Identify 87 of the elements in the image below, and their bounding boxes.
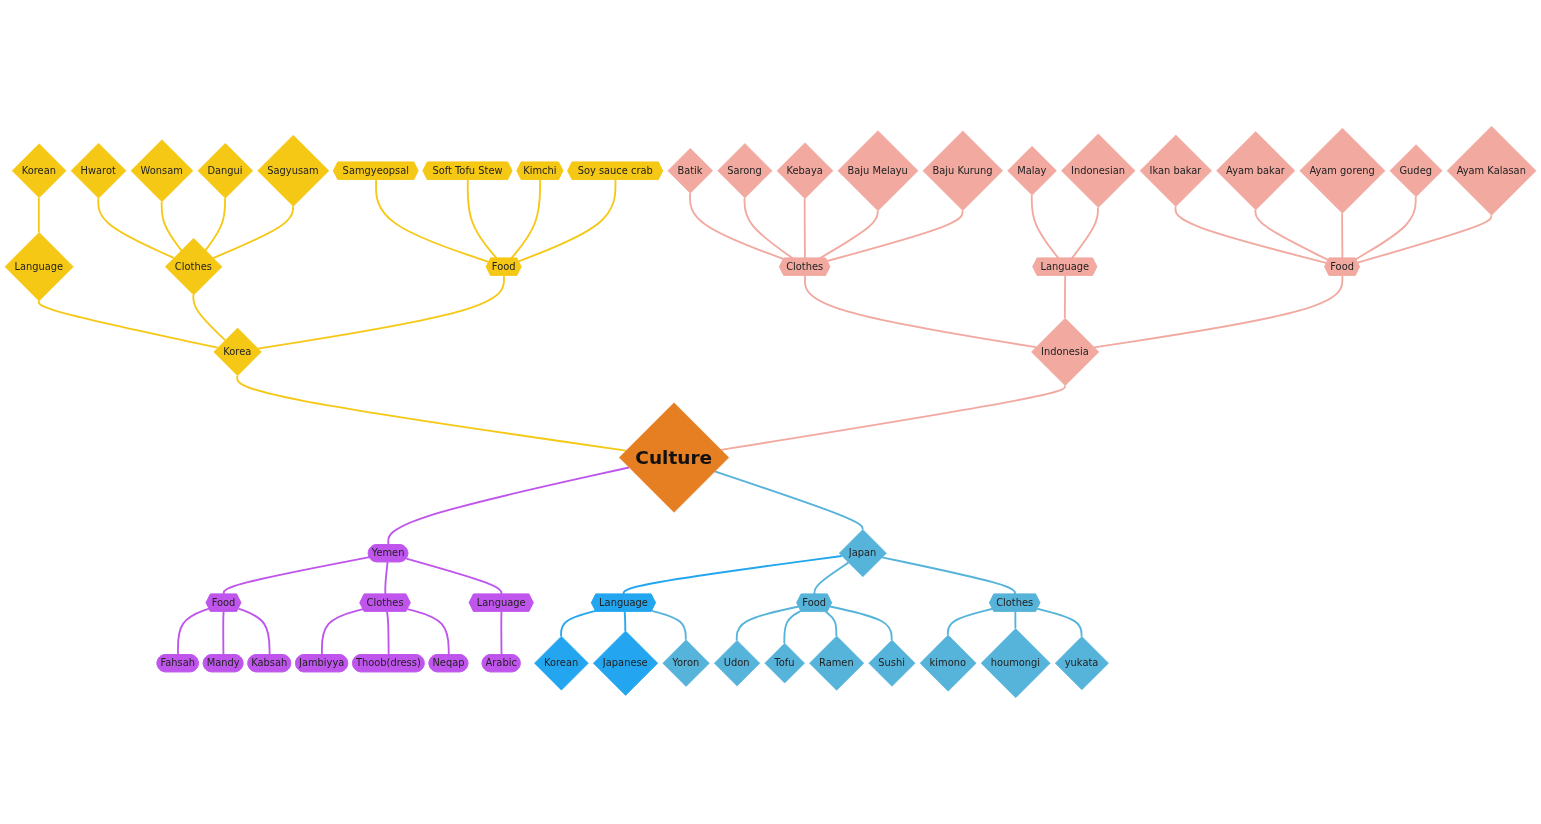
connector — [406, 608, 450, 656]
connector — [713, 470, 864, 531]
node-diamond: Clothes — [165, 238, 223, 296]
connector — [37, 196, 40, 234]
connector — [204, 197, 226, 252]
node-diamond: Kebaya — [776, 142, 834, 200]
connector — [212, 205, 294, 260]
connector — [222, 610, 225, 656]
connector — [818, 209, 879, 260]
connector — [466, 178, 498, 260]
connector — [826, 209, 964, 262]
connector — [1070, 206, 1099, 260]
node-diamond: Wonsam — [130, 139, 194, 203]
connector — [719, 384, 1066, 451]
connector — [320, 608, 365, 656]
connector — [804, 274, 1037, 349]
node-diamond: Language — [4, 232, 74, 302]
connector — [500, 610, 503, 656]
connector — [1356, 214, 1493, 264]
node-diamond: Dangui — [197, 143, 254, 199]
connector — [97, 197, 175, 259]
connector — [650, 609, 687, 641]
connector — [160, 200, 183, 252]
node-diamond: Japan — [838, 529, 887, 578]
node-diamond: yukata — [1054, 636, 1109, 691]
connector — [824, 610, 838, 637]
connector — [622, 555, 843, 596]
node-diamond: Korean — [11, 143, 67, 199]
connector — [689, 192, 785, 261]
connector — [192, 294, 227, 342]
connector — [256, 274, 505, 350]
connector — [177, 607, 211, 656]
connector — [510, 178, 542, 260]
node-diamond: Batik — [667, 148, 713, 194]
connector — [829, 605, 893, 641]
node-diamond: Ayam Kalasan — [1446, 125, 1537, 216]
connector — [386, 610, 390, 656]
node-diamond: Sushi — [868, 639, 916, 687]
connector — [375, 178, 490, 263]
connector — [1036, 607, 1083, 638]
connector — [1093, 274, 1344, 349]
connector — [560, 609, 597, 638]
connector — [237, 607, 271, 656]
node-diamond: Ayam goreng — [1299, 127, 1386, 214]
connector — [1030, 194, 1060, 260]
node-diamond: Tofu — [764, 642, 805, 684]
connector — [1341, 212, 1344, 260]
node-diamond: Indonesia — [1031, 317, 1100, 386]
node-diamond: houmongi — [980, 628, 1051, 699]
connector — [1354, 195, 1417, 261]
node-diamond: kimono — [919, 634, 977, 692]
node-diamond: Malay — [1007, 146, 1057, 196]
connector — [384, 561, 389, 596]
connector — [1063, 274, 1067, 320]
connector — [387, 466, 630, 546]
connector — [803, 197, 806, 260]
connector — [623, 610, 627, 632]
connector — [783, 609, 802, 645]
node-diamond: Hwarot — [70, 142, 127, 199]
connector — [946, 607, 994, 637]
node-diamond: Korea — [213, 327, 262, 377]
connector — [37, 300, 219, 349]
connector — [735, 605, 800, 642]
node-diamond: Japanese — [593, 630, 659, 696]
node-diamond: Culture — [619, 402, 730, 513]
connector — [881, 556, 1016, 596]
node-diamond: Korean — [534, 635, 589, 691]
connector — [1254, 209, 1330, 262]
node-diamond: Gudeg — [1389, 144, 1443, 198]
node-diamond: Baju Melayu — [837, 130, 919, 212]
connector — [1014, 610, 1017, 630]
connector — [517, 178, 617, 263]
node-diamond: Sagyusam — [257, 134, 330, 207]
node-diamond: Sarong — [717, 143, 773, 199]
connector — [813, 561, 850, 596]
connector — [222, 556, 371, 596]
node-diamond: Ramen — [809, 635, 865, 691]
node-diamond: Yoron — [662, 639, 710, 687]
node-diamond: Indonesian — [1061, 133, 1136, 208]
node-diamond: Udon — [714, 640, 761, 687]
node-diamond: Baju Kurung — [922, 130, 1003, 211]
node-diamond: Ayam bakar — [1216, 131, 1296, 211]
node-diamond: Ikan bakar — [1139, 134, 1212, 207]
connector — [743, 197, 794, 260]
connector — [1174, 205, 1328, 264]
connector — [236, 374, 627, 452]
connector — [405, 557, 503, 596]
